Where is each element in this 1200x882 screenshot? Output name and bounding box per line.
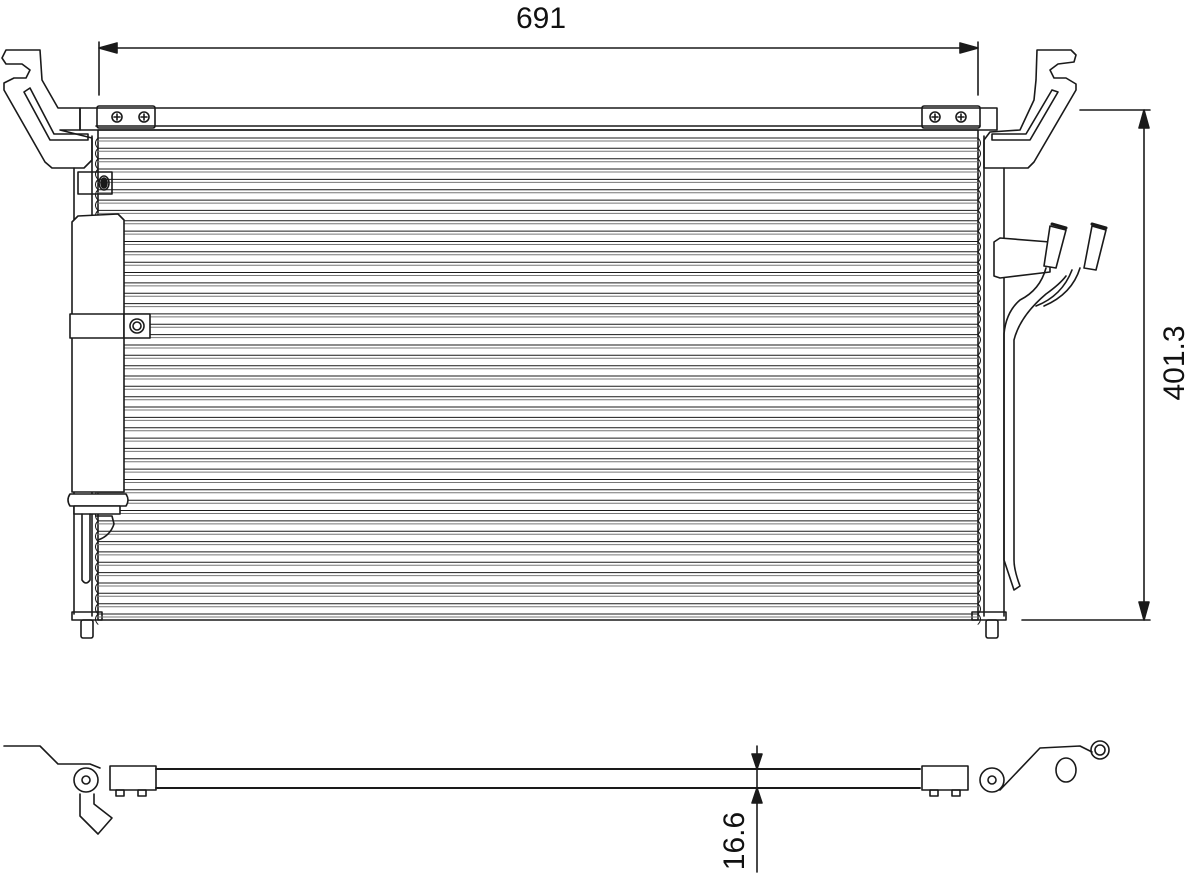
width-dimension-line bbox=[99, 42, 978, 95]
height-dimension-label: 401.3 bbox=[1158, 325, 1191, 401]
refrigerant-pipes bbox=[994, 224, 1106, 590]
front-view bbox=[2, 42, 1150, 638]
bolt-plate-right bbox=[922, 106, 980, 128]
depth-dimension-line bbox=[752, 746, 762, 872]
top-view-core bbox=[156, 769, 920, 788]
pipe-fitting-2 bbox=[1084, 224, 1106, 270]
pipe-fitting-1 bbox=[1044, 224, 1066, 268]
top-view-left-end bbox=[4, 746, 156, 834]
mounting-pin-left bbox=[81, 620, 93, 638]
receiver-drier-cylinder bbox=[68, 214, 150, 583]
depth-dimension-label: 16.6 bbox=[718, 811, 751, 871]
width-dimension-label: 691 bbox=[516, 2, 567, 35]
mounting-bracket-right bbox=[984, 50, 1076, 168]
top-view-right-end bbox=[922, 741, 1109, 796]
height-dimension-line bbox=[1022, 110, 1150, 620]
mounting-pin-right bbox=[986, 620, 998, 638]
top-view bbox=[4, 741, 1109, 872]
mounting-bracket-left bbox=[2, 50, 92, 168]
top-header-rail bbox=[80, 108, 997, 130]
bolt-plate-left bbox=[97, 106, 155, 128]
core-fins bbox=[96, 138, 981, 624]
sensor-clip bbox=[78, 172, 112, 194]
